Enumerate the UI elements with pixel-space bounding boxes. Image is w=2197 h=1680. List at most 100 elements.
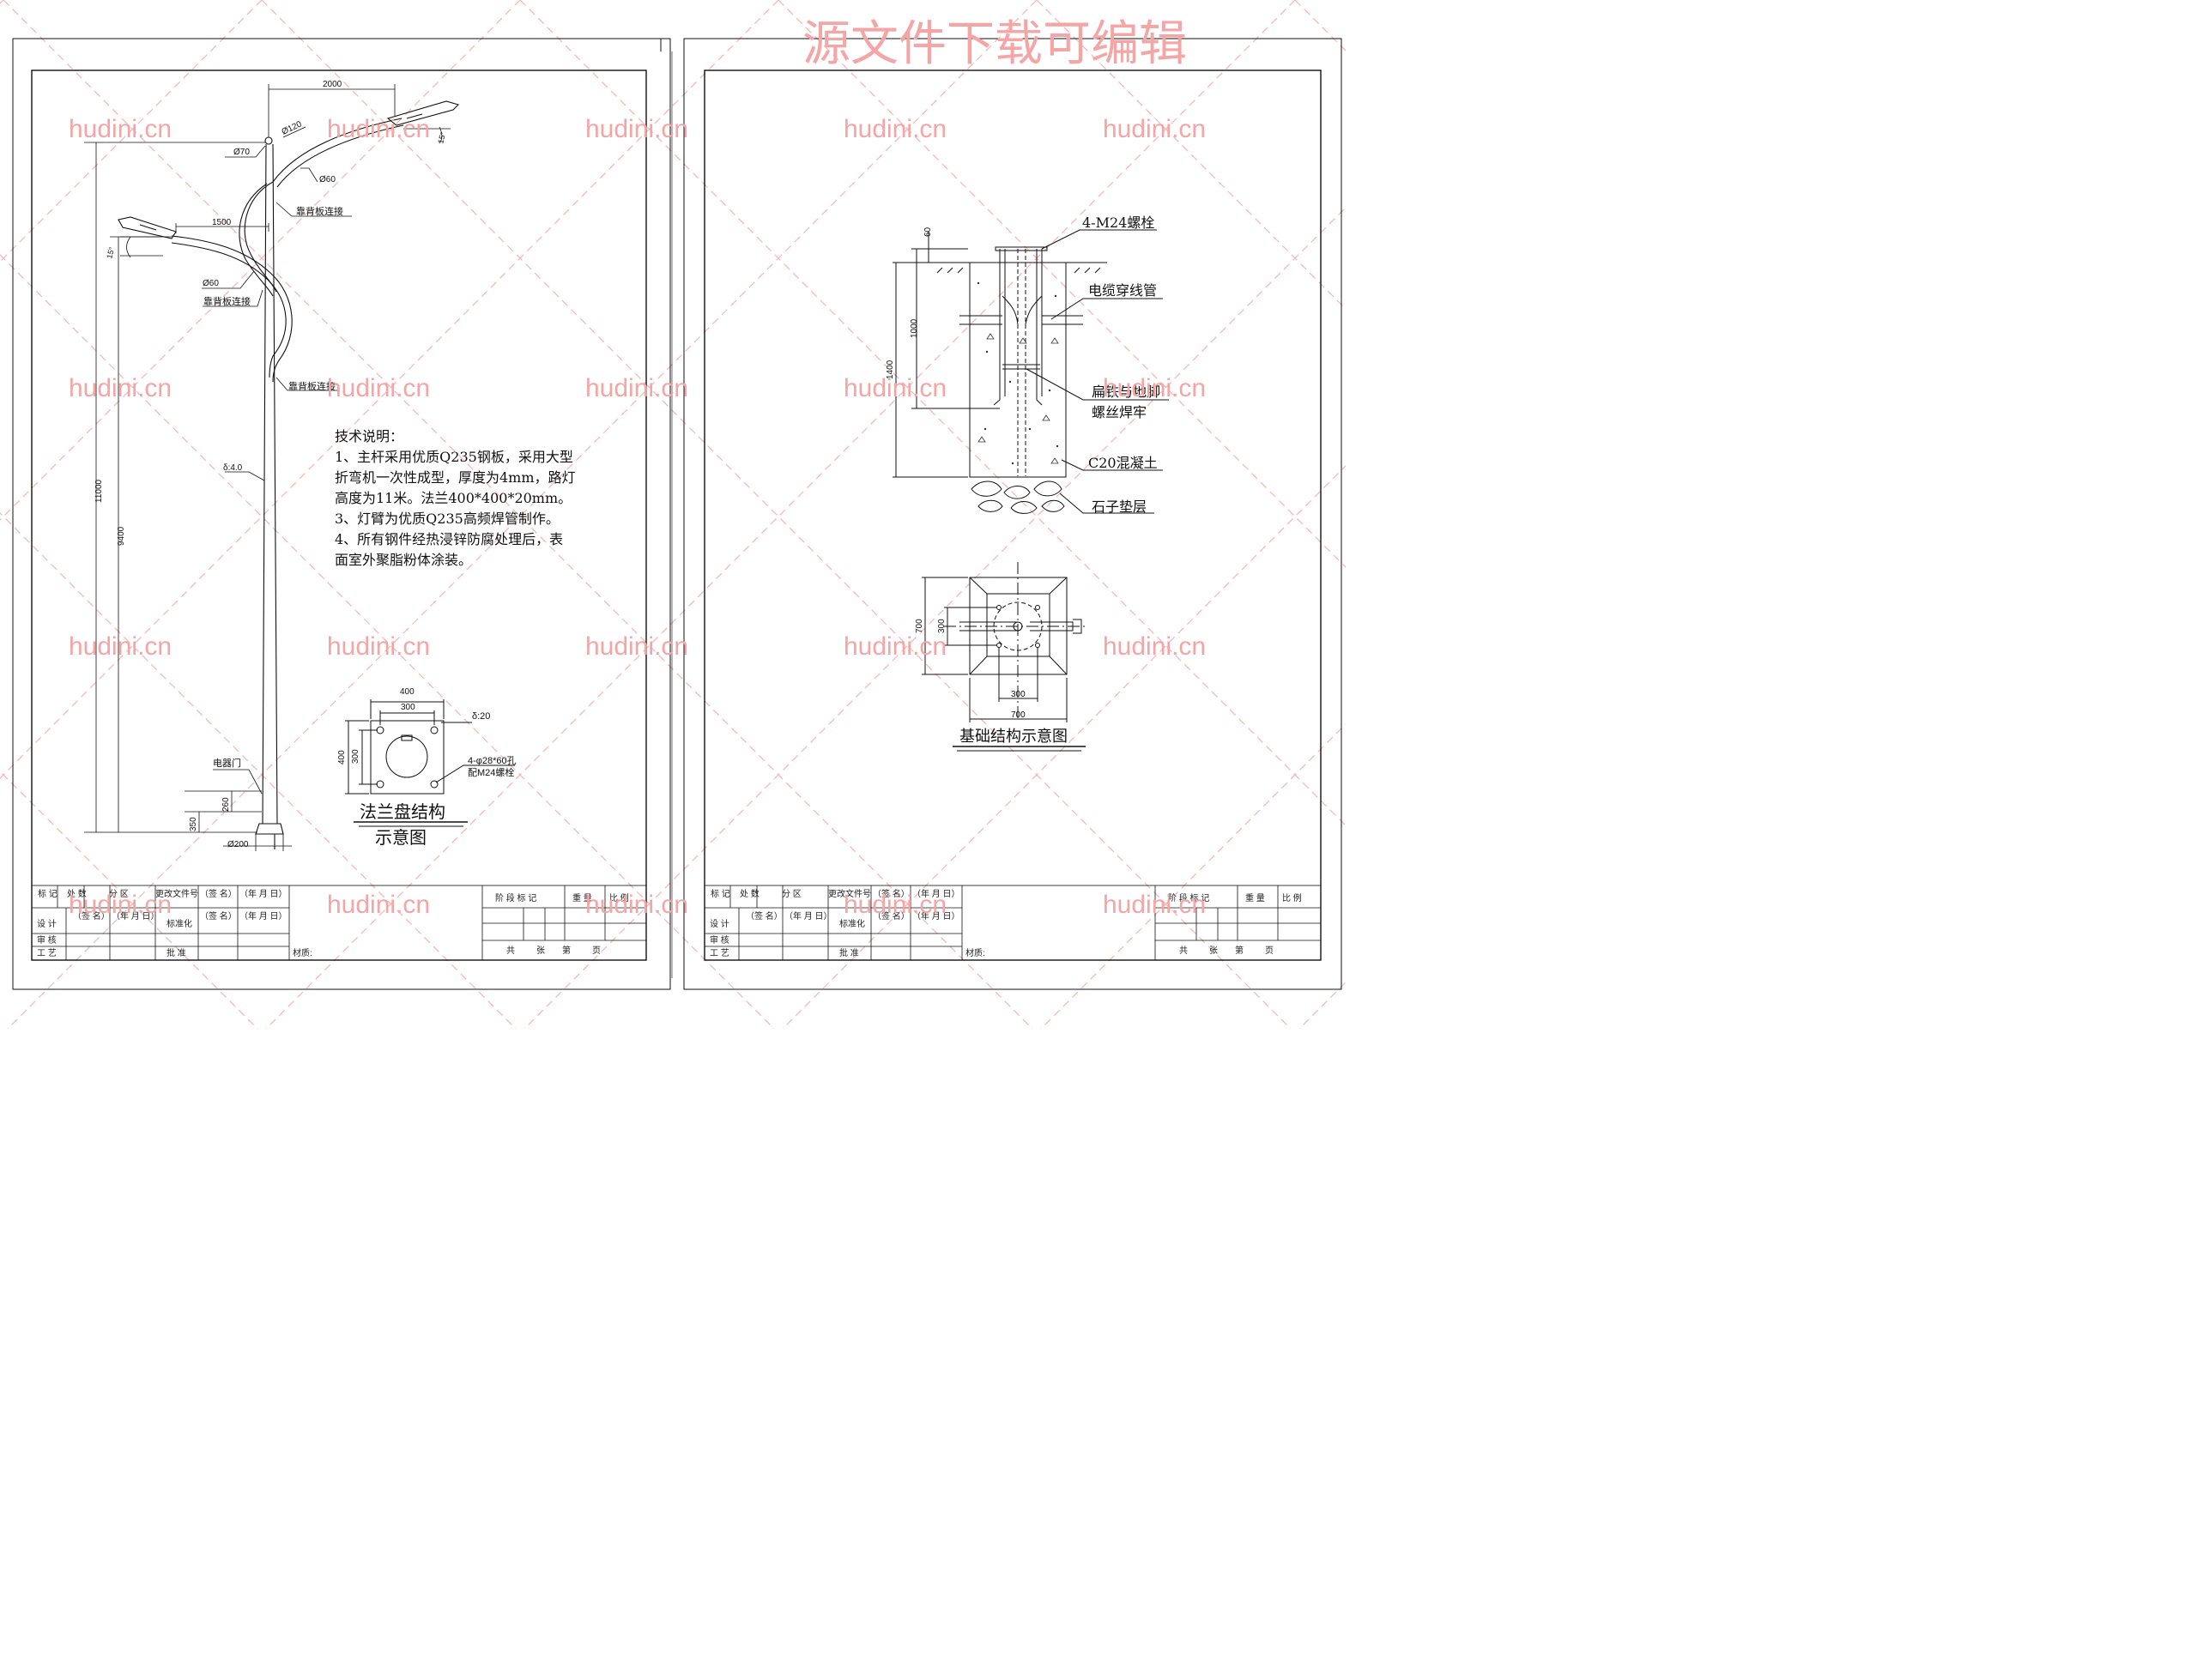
label-back-weld-3: 靠背板连接 (288, 380, 336, 392)
tb-change-doc: 更改文件号 (828, 888, 871, 899)
tb-weight: 重 量 (572, 892, 592, 903)
tb-sheets-total: 共 (506, 946, 515, 956)
tb-mark: 标 记 (711, 889, 730, 899)
tb-date: （年 月 日） (912, 910, 960, 922)
tb-change-doc: 更改文件号 (155, 888, 198, 899)
technical-notes: 技术说明： 1、主杆采用优质Q235钢板，采用大型 折弯机一次性成型，厚度为4m… (335, 428, 576, 568)
watermark-site: hudini.cn (585, 374, 688, 402)
watermark-site: hudini.cn (327, 632, 430, 661)
dim-dia-70: Ø70 (233, 148, 250, 157)
watermark-site: hudini.cn (69, 374, 172, 402)
tb-mark: 标 记 (38, 889, 57, 899)
label-conduit: 电缆穿线管 (1088, 282, 1157, 299)
plan-dim-700-v: 700 (915, 619, 924, 633)
tb-sheet-no: 第 (562, 945, 571, 956)
watermark-site: hudini.cn (1103, 632, 1206, 661)
flange-bolts: 配M24螺栓 (468, 766, 514, 778)
watermark-site: hudini.cn (327, 374, 430, 402)
tb-sign: （签 名） (73, 910, 110, 922)
tb-count: 处 数 (67, 888, 87, 899)
tb-design: 设 计 (710, 918, 729, 929)
tb-count: 处 数 (740, 888, 760, 899)
dim-arm-top: 2000 (323, 80, 342, 89)
title-block-right: 标 记 处 数 分 区 更改文件号 （签 名） （年 月 日） 设 计 （签 名… (704, 885, 1322, 961)
watermark-site: hudini.cn (585, 891, 688, 919)
notes-line: 1、主杆采用优质Q235钢板，采用大型 (335, 449, 573, 465)
dim-dia-120: Ø120 (281, 119, 304, 136)
watermark-site-texts: hudini.cn hudini.cn hudini.cn hudini.cn hudi… (69, 115, 1206, 919)
tb-sign: （签 名） (200, 888, 237, 899)
pole-elevation: 2000 1500 Ø120 Ø70 Ø60 Ø60 15° 15° 11000… (84, 80, 460, 851)
watermark-site: hudini.cn (69, 632, 172, 661)
watermark-site: hudini.cn (69, 115, 172, 143)
flange-dim-300-v: 300 (351, 749, 360, 764)
watermark-site: hudini.cn (844, 374, 947, 402)
tb-zone: 分 区 (782, 889, 802, 899)
flange-dim-300: 300 (401, 703, 415, 712)
tb-page: 页 (592, 946, 601, 956)
watermark-line (0, 512, 517, 1029)
notes-line: 高度为11米。法兰400*400*20mm。 (335, 490, 572, 506)
tb-design: 设 计 (37, 918, 57, 929)
watermark-line (519, 0, 1346, 826)
notes-title: 技术说明： (335, 428, 403, 444)
tb-sheets-unit: 张 (1209, 946, 1218, 956)
dim-height-total: 11000 (94, 479, 104, 503)
tb-date: （年 月 日） (784, 910, 832, 922)
flange-title-1: 法兰盘结构 (360, 801, 445, 822)
notes-line: 3、灯臂为优质Q235高频焊管制作。 (335, 511, 560, 527)
tb-review: 审 核 (710, 934, 729, 946)
plan-dim-300-v: 300 (937, 619, 947, 633)
label-back-weld-2: 靠背板连接 (203, 295, 251, 307)
tb-standard: 标准化 (166, 918, 192, 929)
label-door: 电器门 (213, 757, 241, 769)
watermark-line (261, 0, 1292, 1029)
watermark-line (0, 254, 775, 1029)
dim-base-height: 350 (189, 817, 198, 831)
tb-ratio: 比 例 (1282, 892, 1302, 903)
dim-door-height: 260 (221, 797, 231, 812)
watermark-site: hudini.cn (844, 115, 947, 143)
flange-title-2: 示意图 (375, 827, 427, 848)
watermark-line (1036, 0, 1346, 310)
watermark-line (0, 0, 263, 263)
tb-date: （年 月 日） (912, 888, 960, 899)
tb-ratio: 比 例 (609, 892, 629, 903)
flange-holes: 4-φ28*60孔 (468, 755, 517, 766)
tb-zone: 分 区 (109, 889, 129, 899)
watermark-headline: 源文件下载可编辑 (802, 16, 1187, 70)
plan-dim-300-h: 300 (1011, 690, 1026, 699)
watermark-site: hudini.cn (1103, 115, 1206, 143)
watermark-line (265, 0, 1296, 1029)
label-flat-iron-2: 螺丝焊牢 (1092, 404, 1147, 420)
tb-craft: 工 艺 (37, 948, 57, 958)
watermark-site: hudini.cn (585, 115, 688, 143)
tb-weight: 重 量 (1245, 892, 1265, 903)
dim-depth-1000: 1000 (910, 318, 919, 338)
dim-base-dia: Ø200 (227, 840, 249, 849)
tb-sign: （签 名） (200, 910, 237, 922)
watermark-line (778, 0, 1346, 568)
tb-sheets-total: 共 (1179, 946, 1188, 956)
label-concrete: C20混凝土 (1088, 455, 1158, 471)
watermark-line (7, 0, 1038, 1029)
plan-title: 基础结构示意图 (959, 728, 1068, 746)
label-anchor-bolts: 4-M24螺栓 (1082, 215, 1154, 231)
watermark-line (1298, 982, 1346, 1029)
tb-material: 材质: (293, 947, 312, 958)
watermark-line (0, 0, 521, 521)
watermark-line (0, 771, 258, 1029)
dim-dia-60-low: Ø60 (203, 279, 219, 288)
dim-depth-1400: 1400 (886, 360, 895, 379)
dim-thickness: δ:4.0 (223, 463, 243, 473)
tb-stage: 阶 段 标 记 (1168, 892, 1209, 903)
label-flat-iron-1: 扁铁与地脚 (1092, 384, 1160, 400)
foundation-section: 4-M24螺栓 电缆穿线管 扁铁与地脚 螺丝焊牢 C20混凝土 石子垫层 60 … (886, 215, 1169, 515)
watermark-site: hudini.cn (844, 891, 947, 919)
watermark-line (782, 465, 1346, 1029)
notes-line: 面室外聚脂粉体涂装。 (335, 552, 472, 568)
tb-date: （年 月 日） (239, 910, 287, 922)
concrete-fill (977, 281, 1059, 465)
title-block-left: 标 记 处 数 分 区 更改文件号 （签 名） （年 月 日） 设 计 （签 名… (31, 885, 647, 961)
tb-stage: 阶 段 标 记 (495, 892, 536, 903)
